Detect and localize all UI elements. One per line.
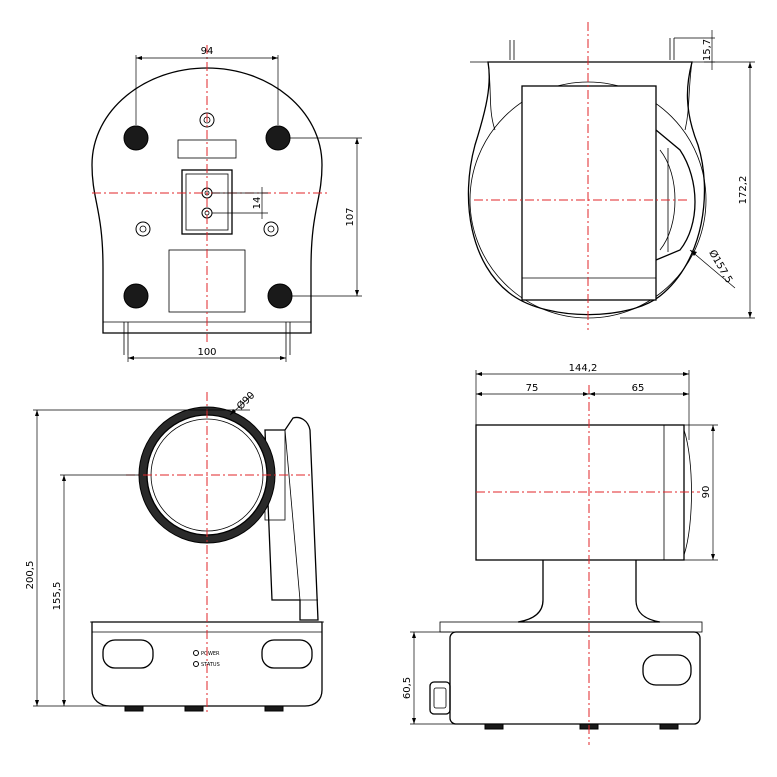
rear-connector	[429, 681, 451, 715]
camera-head	[521, 85, 657, 301]
dim-top-offset: 15,7	[702, 39, 713, 61]
dim-rear: 65	[632, 383, 645, 394]
foot-pad	[267, 283, 293, 309]
power-led	[193, 650, 199, 656]
dim-head-height: 90	[701, 486, 712, 499]
power-label: POWER	[201, 651, 220, 657]
screw-hole	[135, 221, 151, 237]
base-grip-left	[102, 639, 154, 669]
dim-width-top: 94	[201, 46, 214, 57]
status-label: STATUS	[201, 662, 220, 668]
dim-diameter: Ø157,5	[706, 248, 735, 286]
label-plate	[177, 139, 237, 159]
dim-lens-diameter: Ø90	[234, 389, 257, 412]
lens-front-dome	[683, 429, 692, 556]
dim-front: 75	[526, 383, 539, 394]
bottom-view: 94 100 107 14	[91, 45, 362, 362]
yoke-arm	[264, 416, 319, 621]
dim-total-height: 200,5	[25, 561, 36, 590]
lens-side	[655, 129, 696, 261]
base-front	[91, 621, 323, 707]
dim-base-height: 60,5	[402, 677, 413, 699]
screw-hole	[263, 221, 279, 237]
foot-pad	[123, 125, 149, 151]
foot-pad	[123, 283, 149, 309]
status-led	[193, 661, 199, 667]
dim-width-bottom: 100	[197, 347, 216, 358]
front-view: POWER STATUS 200,5 155,5 Ø90	[25, 389, 324, 715]
foot-pad	[265, 125, 291, 151]
base-side	[449, 631, 701, 725]
dim-height: 172,2	[738, 176, 749, 205]
dim-hole-spacing: 107	[345, 207, 356, 226]
dim-mount-offset: 14	[252, 197, 263, 210]
side-view: 144,2 75 65 90 60,5	[402, 363, 718, 745]
dim-axis-height: 155,5	[52, 582, 63, 611]
top-side-view: 15,7 172,2 Ø157,5	[467, 22, 755, 330]
base-outline	[467, 61, 706, 316]
base-grip-side	[642, 654, 692, 686]
dim-total-depth: 144,2	[569, 363, 598, 374]
base-grip-right	[261, 639, 313, 669]
